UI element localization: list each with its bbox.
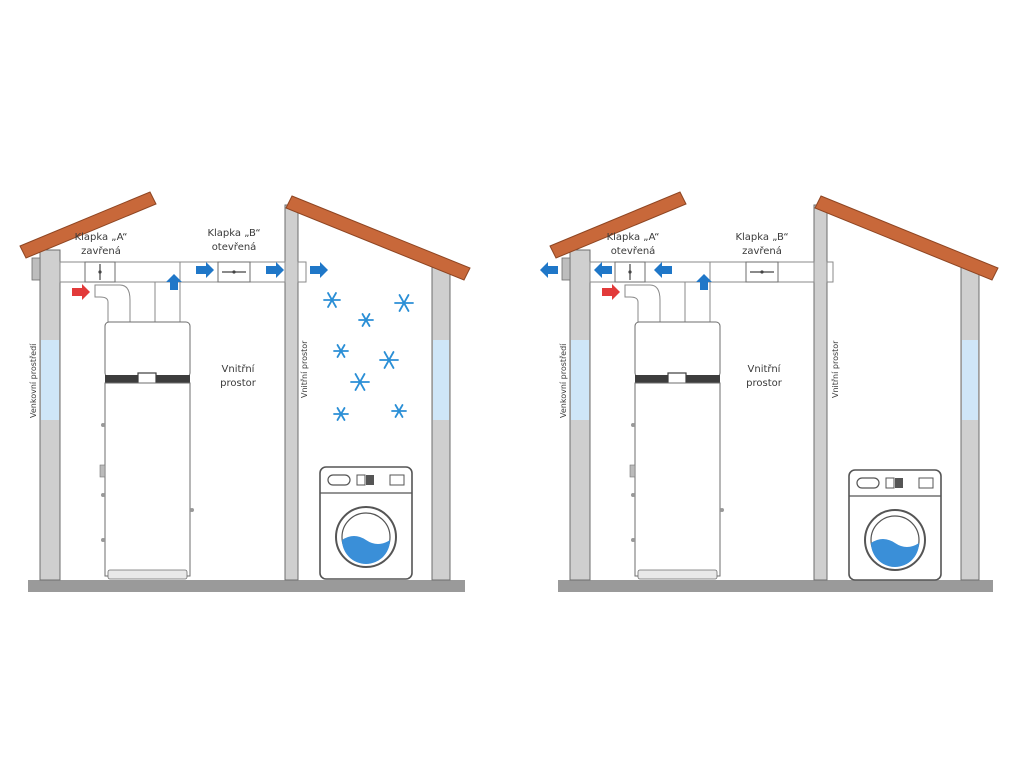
flap-b-state: otevřená [212,241,257,253]
window [41,340,59,420]
flap-a-state: zavřená [81,245,121,257]
flap-damper-b [217,261,251,283]
roof-tiles [19,191,471,281]
window [433,340,449,420]
flap-a-state: otevřená [611,245,656,257]
flap-b-state: zavřená [742,245,782,257]
room-wall [431,261,451,581]
floor [558,580,993,592]
washing-machine-icon [319,466,413,580]
roof-tiles [549,191,999,281]
snowflake-icon [323,292,414,421]
washing-machine-icon [848,469,942,581]
wall-ventilation-grille [31,257,41,281]
scene-flap-b-open: Klapka „A“ zavřená Klapka „B“ otevřená V… [19,191,471,592]
partition-label: Vnitřní prostor [300,340,309,398]
window [962,340,978,420]
flap-b-name: Klapka „B“ [207,228,260,239]
indoor-label-line2: prostor [746,378,783,389]
flap-damper-a [614,261,646,283]
flap-a-name: Klapka „A“ [607,232,660,243]
flap-damper-b [745,261,779,283]
outdoor-label: Venkovní prostředí [559,343,568,418]
wall-ventilation-grille [561,257,571,281]
heat-pump-water-heater [94,284,194,580]
flap-a-name: Klapka „A“ [75,232,128,243]
scene-flap-a-open: Klapka „A“ otevřená Klapka „B“ zavřená V… [540,191,999,592]
airflow-arrow [540,262,712,300]
room-wall [960,261,980,581]
window [571,340,589,420]
partition-label: Vnitřní prostor [831,340,840,398]
partition-wall [284,204,299,581]
indoor-label-line2: prostor [220,378,257,389]
indoor-label-line1: Vnitřní [748,363,782,375]
indoor-label-line1: Vnitřní [222,363,256,375]
floor [28,580,465,592]
outdoor-label: Venkovní prostředí [29,343,38,418]
heat-pump-water-heater [624,284,724,580]
partition-wall [813,204,828,581]
flap-b-name: Klapka „B“ [735,232,788,243]
flap-damper-a [84,261,116,283]
airflow-arrow [72,262,328,300]
